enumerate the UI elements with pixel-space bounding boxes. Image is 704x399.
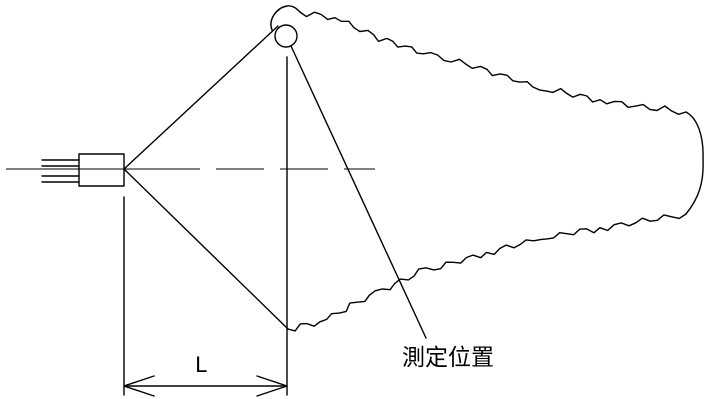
spray-cone-lower-edge: [123, 168, 289, 330]
measurement-position-label: 測定位置: [402, 345, 494, 371]
spray-plume-tip: [270, 5, 301, 31]
distance-dimension: [123, 375, 288, 397]
dimension-arrow-left: [123, 375, 155, 397]
spray-plume-lower-outline: [287, 213, 687, 332]
spray-plume-front: [685, 111, 704, 215]
spray-cone-upper-edge: [123, 25, 279, 170]
spray-plume-upper-outline: [299, 11, 687, 115]
nozzle: [41, 153, 125, 187]
dimension-arrow-right: [256, 375, 288, 397]
distance-label: L: [195, 353, 207, 377]
nozzle-body: [78, 153, 125, 187]
measurement-leader-line: [290, 45, 427, 339]
measurement-position-circle: [274, 24, 298, 48]
